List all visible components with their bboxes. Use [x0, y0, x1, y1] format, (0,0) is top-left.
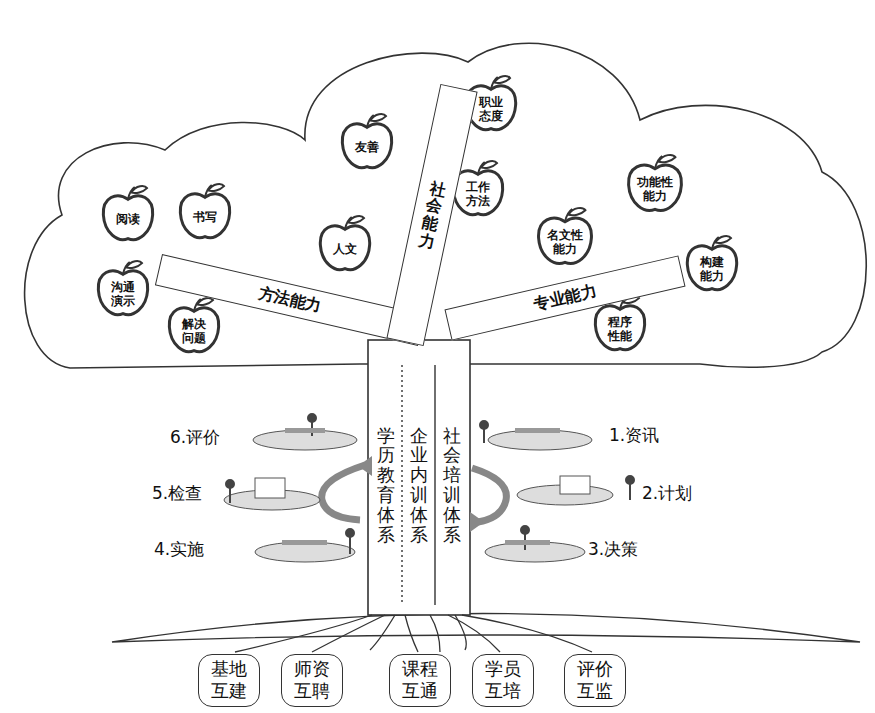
trunk-divider-dotted — [401, 365, 402, 605]
node-text: 基地互建 — [210, 658, 248, 701]
node-text: 程序性能 — [607, 315, 632, 344]
apple-node: 友善 — [339, 115, 395, 171]
node-text: 解决问题 — [181, 317, 206, 346]
node-text: 社会培训体系 — [443, 426, 461, 545]
apple-node: 解决问题 — [166, 299, 222, 355]
step-label: 1.资讯 — [607, 424, 661, 447]
node-text: 职业态度 — [478, 95, 503, 124]
node-text: 课程互通 — [401, 658, 439, 701]
apple-node: 构建能力 — [684, 237, 740, 293]
canopy-cloud — [25, 43, 867, 368]
figures — [226, 414, 634, 554]
cycle-arrowhead — [470, 512, 484, 532]
root-box: 师资互聘 — [281, 654, 343, 707]
node-text: 构建能力 — [699, 255, 724, 284]
node-text: 评价互监 — [576, 658, 614, 701]
node-text: 学员互培 — [484, 658, 522, 701]
cycle-arrowhead — [358, 456, 372, 476]
node-text: 功能性能力 — [636, 175, 674, 204]
step-label: 3.决策 — [586, 538, 640, 561]
node-text: 学历教育体系 — [377, 426, 395, 545]
node-text: 师资互聘 — [293, 658, 331, 701]
apple-node: 书写 — [177, 185, 233, 241]
apple-node: 功能性能力 — [625, 156, 685, 214]
trunk-column: 社会培训体系 — [436, 375, 468, 595]
apple-node: 阅读 — [100, 187, 156, 243]
apple-node: 人文 — [317, 217, 373, 273]
trunk-outline — [368, 340, 470, 615]
root-lines — [235, 615, 592, 652]
node-text: 企业内训体系 — [410, 426, 428, 545]
step-label: 6.评价 — [168, 426, 222, 449]
node-text: 人文 — [332, 242, 357, 256]
trunk-column: 学历教育体系 — [370, 375, 402, 595]
ground-arc — [112, 614, 860, 643]
root-box: 评价互监 — [564, 654, 626, 707]
root-box: 课程互通 — [389, 654, 451, 707]
node-text: 工作方法 — [465, 180, 490, 209]
root-box: 基地互建 — [198, 654, 260, 707]
trunk-divider — [434, 365, 435, 605]
root-box: 学员互培 — [472, 654, 534, 707]
apple-node: 沟通演示 — [95, 262, 151, 318]
trunk-column: 企业内训体系 — [404, 375, 434, 595]
node-text: 沟通演示 — [110, 280, 135, 309]
apple-node: 名文性能力 — [535, 209, 595, 267]
node-text: 友善 — [354, 140, 379, 154]
step-label: 4.实施 — [152, 538, 206, 561]
step-label: 5.检查 — [150, 482, 204, 505]
step-label: 2.计划 — [640, 482, 694, 505]
node-text: 阅读 — [115, 212, 140, 226]
node-text: 社会能力 — [417, 179, 447, 251]
node-text: 书写 — [192, 210, 217, 224]
node-text: 名文性能力 — [546, 228, 584, 257]
